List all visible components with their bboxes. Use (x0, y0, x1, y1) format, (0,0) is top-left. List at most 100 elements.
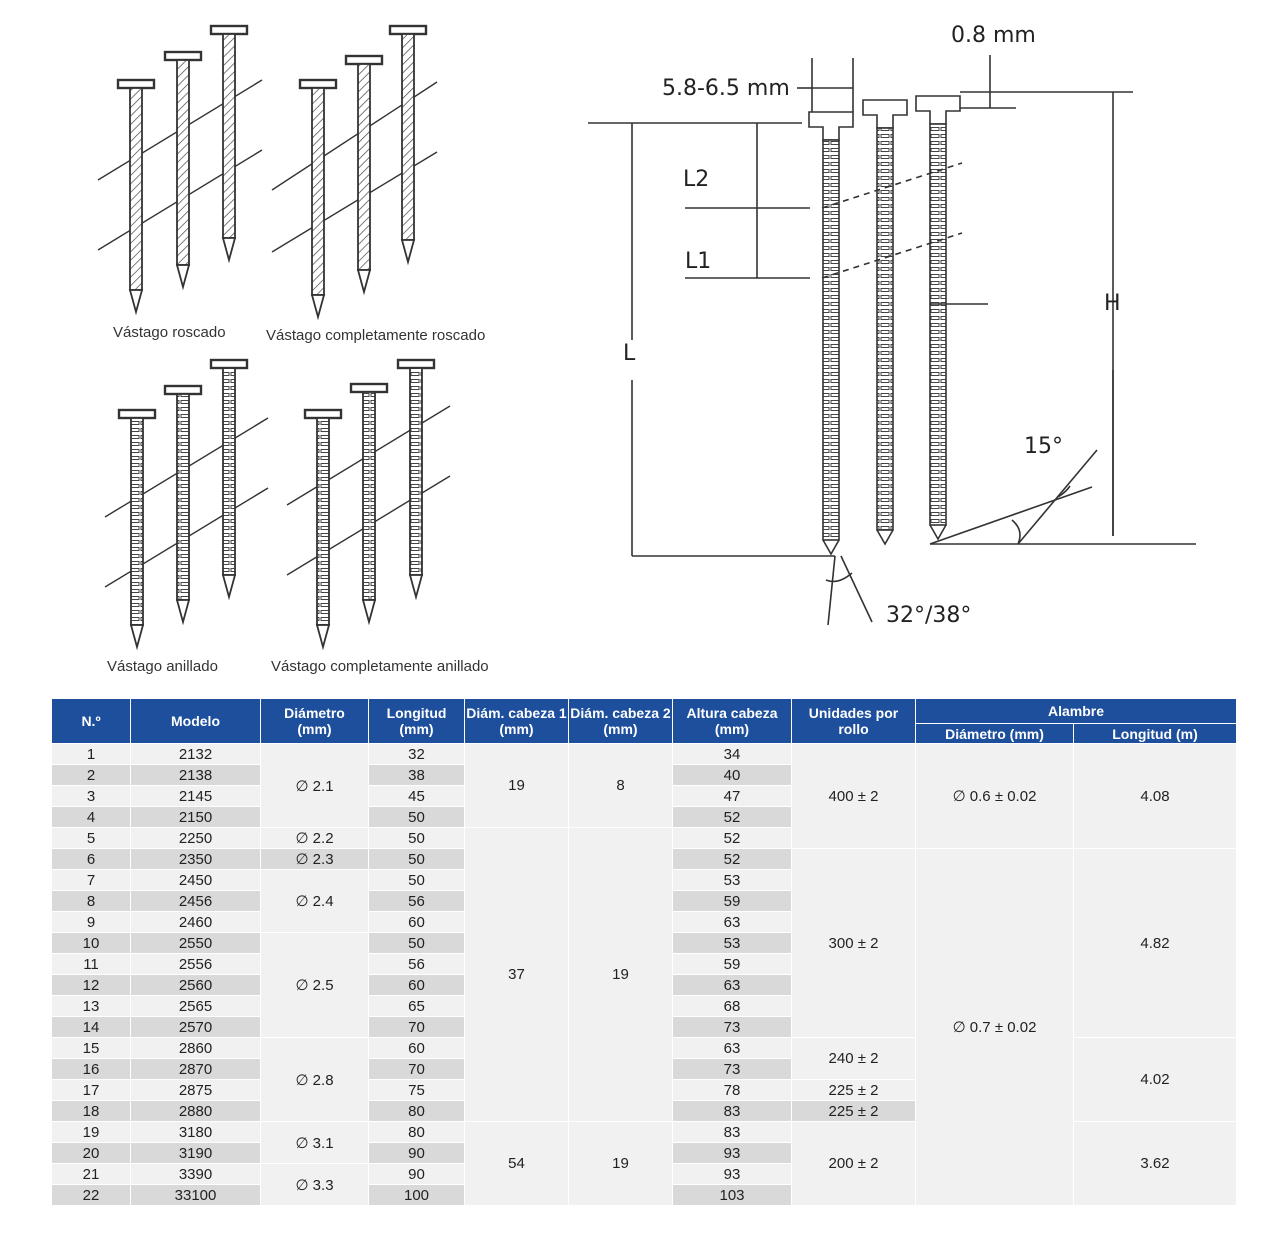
cell-length: 56 (368, 890, 465, 912)
cell-diameter: ∅ 2.2 (260, 827, 369, 849)
cell-length: 65 (368, 995, 465, 1017)
cell-length: 50 (368, 848, 465, 870)
nail-threaded (209, 24, 249, 264)
caption-fully-threaded: Vástago completamente roscado (266, 327, 485, 344)
specification-table: N.º Modelo Diámetro(mm) Longitud(mm) Diá… (51, 698, 1237, 1206)
header-head-d1: Diám. cabeza 1(mm) (464, 698, 569, 744)
cell-head-height: 93 (672, 1142, 792, 1164)
cell-length: 90 (368, 1163, 465, 1185)
cell-length: 50 (368, 869, 465, 891)
header-head-d1-line1: Diám. cabeza 1 (466, 705, 567, 721)
header-units: Unidades por rollo (791, 698, 916, 744)
cell-model: 3390 (130, 1163, 261, 1185)
dim-length: L (623, 341, 636, 366)
cell-units: 225 ± 2 (791, 1079, 916, 1101)
nail-threaded (116, 78, 156, 316)
header-head-height-line1: Altura cabeza (686, 705, 778, 721)
cell-wire-length: 4.82 (1073, 848, 1237, 1038)
cell-no: 9 (51, 911, 131, 933)
nail-fully-ringed (349, 382, 389, 626)
caption-fully-ringed: Vástago completamente anillado (271, 658, 489, 675)
cell-diameter: ∅ 2.3 (260, 848, 369, 870)
cell-head-height: 52 (672, 806, 792, 828)
cell-units: 240 ± 2 (791, 1037, 916, 1080)
cell-wire-diameter: ∅ 0.6 ± 0.02 (915, 743, 1074, 849)
header-length: Longitud(mm) (368, 698, 465, 744)
cell-no: 15 (51, 1037, 131, 1059)
header-diameter-line2: (mm) (297, 721, 332, 737)
nail-fully-threaded (298, 78, 338, 321)
cell-length: 50 (368, 806, 465, 828)
dim-l1: L1 (685, 249, 711, 274)
cell-model: 2138 (130, 764, 261, 786)
cell-length: 38 (368, 764, 465, 786)
nail-fully-ringed (303, 408, 343, 651)
cell-head-height: 78 (672, 1079, 792, 1101)
cell-head-height: 53 (672, 932, 792, 954)
cell-length: 75 (368, 1079, 465, 1101)
cell-head-height: 63 (672, 974, 792, 996)
cell-head-d1: 37 (464, 827, 569, 1122)
cell-model: 2250 (130, 827, 261, 849)
cell-model: 33100 (130, 1184, 261, 1206)
cell-model: 2145 (130, 785, 261, 807)
cell-no: 5 (51, 827, 131, 849)
cell-units: 400 ± 2 (791, 743, 916, 849)
header-wire-length: Longitud (m) (1073, 723, 1237, 744)
cell-model: 2150 (130, 806, 261, 828)
cell-wire-length: 3.62 (1073, 1121, 1237, 1206)
dim-collation-angle: 15° (1024, 434, 1063, 459)
nail-threaded (163, 50, 203, 291)
header-diameter-line1: Diámetro (284, 705, 345, 721)
cell-head-d2: 19 (568, 1121, 673, 1206)
nail-fully-threaded (344, 54, 384, 296)
cell-no: 4 (51, 806, 131, 828)
cell-model: 2556 (130, 953, 261, 975)
nail-ringed (209, 358, 249, 601)
cell-units: 200 ± 2 (791, 1121, 916, 1206)
cell-length: 50 (368, 827, 465, 849)
caption-threaded: Vástago roscado (113, 324, 226, 341)
cell-head-height: 93 (672, 1163, 792, 1185)
header-head-height-line2: (mm) (714, 721, 750, 737)
cell-model: 2460 (130, 911, 261, 933)
cell-no: 6 (51, 848, 131, 870)
nail-ringed (117, 408, 157, 651)
cell-head-height: 34 (672, 743, 792, 765)
dim-head-diameter: 5.8-6.5 mm (662, 76, 790, 101)
cell-head-d1: 54 (464, 1121, 569, 1206)
cell-length: 60 (368, 911, 465, 933)
cell-model: 2870 (130, 1058, 261, 1080)
header-wire: Alambre (915, 698, 1237, 724)
cell-length: 80 (368, 1100, 465, 1122)
cell-head-d1: 19 (464, 743, 569, 828)
cell-diameter: ∅ 3.1 (260, 1121, 369, 1164)
cell-model: 2560 (130, 974, 261, 996)
cell-no: 12 (51, 974, 131, 996)
cell-head-height: 73 (672, 1058, 792, 1080)
header-head-d2-line1: Diám. cabeza 2 (570, 705, 671, 721)
cell-wire-diameter: ∅ 0.7 ± 0.02 (915, 848, 1074, 1206)
header-model: Modelo (130, 698, 261, 744)
cell-diameter: ∅ 2.4 (260, 869, 369, 933)
cell-model: 2456 (130, 890, 261, 912)
cell-length: 45 (368, 785, 465, 807)
cell-no: 13 (51, 995, 131, 1017)
cell-wire-length: 4.08 (1073, 743, 1237, 849)
cell-no: 20 (51, 1142, 131, 1164)
